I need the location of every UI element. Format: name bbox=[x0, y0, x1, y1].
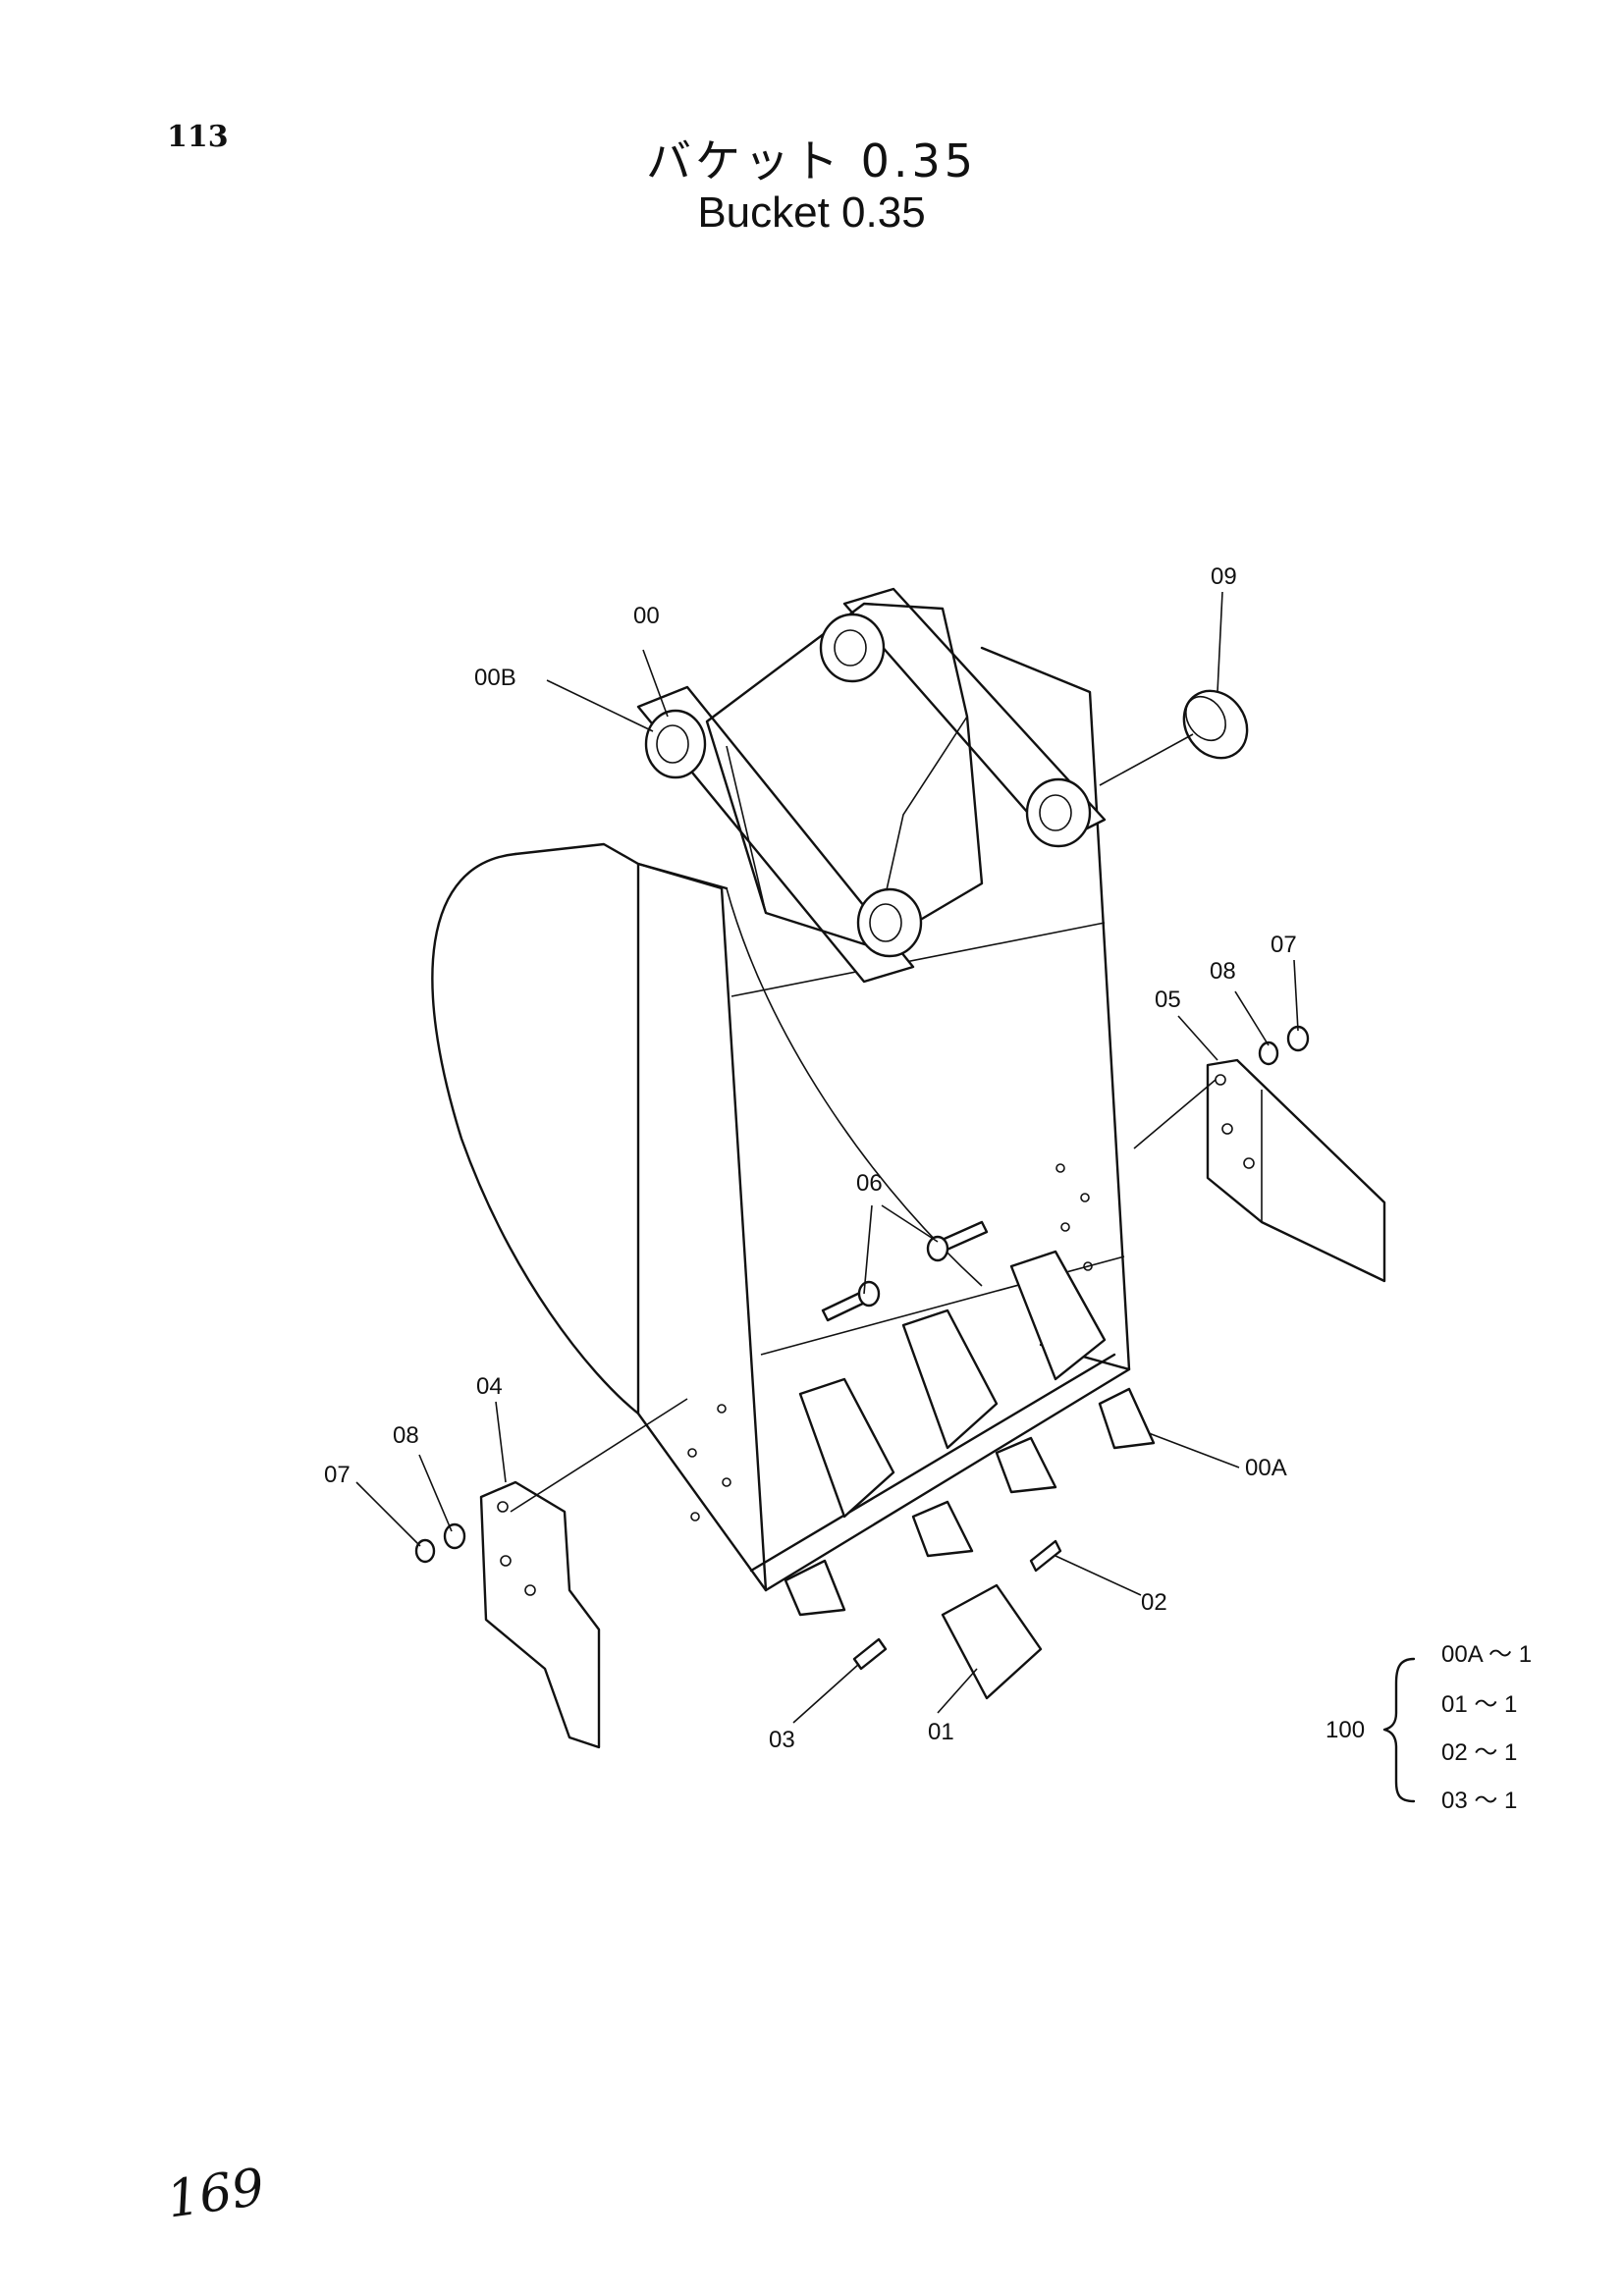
boss-upper-right bbox=[819, 613, 886, 683]
top-plate-line bbox=[730, 922, 1106, 997]
tooth-tip-4 bbox=[1098, 1387, 1156, 1450]
callout-02: 02 bbox=[1141, 1589, 1167, 1616]
cutting-edge-front bbox=[764, 1367, 1131, 1592]
lock-03 bbox=[852, 1637, 888, 1671]
callout-07-left: 07 bbox=[324, 1462, 351, 1488]
bushing-09 bbox=[1099, 689, 1249, 786]
boss-lower-left bbox=[856, 887, 923, 958]
pin-02 bbox=[1029, 1539, 1062, 1573]
tooth-point-01 bbox=[941, 1583, 1043, 1700]
callout-06: 06 bbox=[856, 1170, 883, 1197]
page-number: 113 bbox=[167, 120, 229, 154]
tooth-tip-2 bbox=[911, 1500, 974, 1558]
side-holes-left bbox=[687, 1404, 731, 1522]
assembly-item-01: 01 ～ 1 bbox=[1441, 1691, 1517, 1718]
side-holes-right bbox=[1055, 1163, 1093, 1271]
callout-08-left: 08 bbox=[393, 1422, 419, 1449]
side-cutter-right-05 bbox=[1133, 1058, 1386, 1283]
callout-03: 03 bbox=[769, 1727, 795, 1753]
bracket-plate-left bbox=[636, 685, 915, 984]
front-side-panel-left bbox=[636, 862, 768, 1592]
callout-00B: 00B bbox=[474, 665, 516, 691]
bolts-06 bbox=[821, 1220, 989, 1322]
nut-washer-left bbox=[414, 1522, 466, 1564]
tooth-2 bbox=[901, 1308, 999, 1450]
title-japanese: バケット 0.35 bbox=[645, 134, 978, 187]
nut-washer-right bbox=[1258, 1025, 1310, 1066]
callout-09: 09 bbox=[1211, 563, 1237, 590]
assembly-item-00A: 00A ～ 1 bbox=[1441, 1641, 1532, 1668]
tooth-tip-3 bbox=[995, 1436, 1057, 1494]
title-english: Bucket 0.35 bbox=[697, 188, 926, 237]
assembly-group-100: 100 00A ～ 1 01 ～ 1 02 ～ 1 03 ～ 1 bbox=[1325, 1641, 1532, 1814]
boss-lower-right bbox=[1025, 777, 1092, 848]
bracket-plate-right bbox=[842, 587, 1107, 846]
callout-01: 01 bbox=[928, 1719, 954, 1745]
callout-07-right: 07 bbox=[1271, 932, 1297, 958]
tooth-3 bbox=[1009, 1250, 1107, 1381]
assembly-item-02: 02 ～ 1 bbox=[1441, 1739, 1517, 1766]
callout-05: 05 bbox=[1155, 987, 1181, 1013]
bracket-box-edge bbox=[726, 745, 767, 914]
cutting-edge-back bbox=[749, 1353, 1116, 1573]
bucket-teeth bbox=[784, 1250, 1156, 1617]
assembly-brace bbox=[1382, 1657, 1416, 1803]
boss-upper-left bbox=[644, 709, 707, 779]
bucket-bracket bbox=[636, 587, 1107, 984]
callout-08-right: 08 bbox=[1210, 958, 1236, 985]
assembly-label: 100 bbox=[1325, 1717, 1365, 1743]
bracket-top-box bbox=[705, 602, 984, 949]
tooth-1 bbox=[798, 1377, 895, 1519]
callout-04: 04 bbox=[476, 1373, 503, 1400]
side-cutter-left-04 bbox=[479, 1398, 688, 1749]
bucket-top-rim-left bbox=[514, 842, 729, 890]
callout-00: 00 bbox=[633, 603, 660, 629]
callout-00A: 00A bbox=[1245, 1455, 1287, 1481]
tooth-tip-1 bbox=[784, 1559, 846, 1617]
assembly-item-03: 03 ～ 1 bbox=[1441, 1788, 1517, 1814]
leader-lines bbox=[355, 591, 1299, 1724]
bucket-left-side-outline bbox=[431, 852, 640, 1415]
